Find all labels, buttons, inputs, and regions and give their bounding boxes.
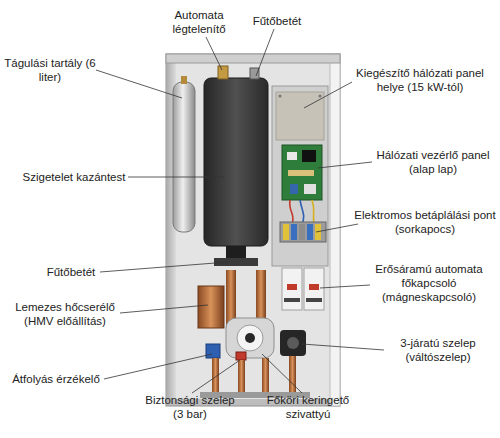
leader-lines [96,29,384,393]
part-label: Fűtőbetét [36,265,106,279]
part-label: Tágulási tartály (6 liter) [0,56,100,84]
part-label: Biztonsági szelep (3 bar) [140,393,240,421]
hydraulic-group [198,270,310,398]
part-label: Szigetelet kazántest [18,170,130,184]
part-label: Fűtőbetét [242,14,312,28]
boiler-body [204,66,268,266]
expansion-tank [173,76,195,232]
part-label: Átfolyás érzékelő [2,372,110,386]
part-label: Hálózati vezérlő panel (alap lap) [368,148,498,176]
part-label: Automata légtelenítő [160,8,238,36]
part-label: Elektromos betáplálási pont (sorkapocs) [352,208,498,236]
part-label: Erősáramú automata főkapcsoló (mágneskap… [368,262,490,304]
part-label: Lemezes hőcserélő (HMV előállítás) [6,300,124,328]
cabinet [166,54,340,406]
part-label: Főköri keringető szivattyú [258,393,358,421]
part-label: 3-járatú szelep (váltószelep) [378,336,498,364]
part-label: Kiegészítő hálózati panel helye (15 kW-t… [350,66,490,94]
electric-panel [272,86,328,310]
